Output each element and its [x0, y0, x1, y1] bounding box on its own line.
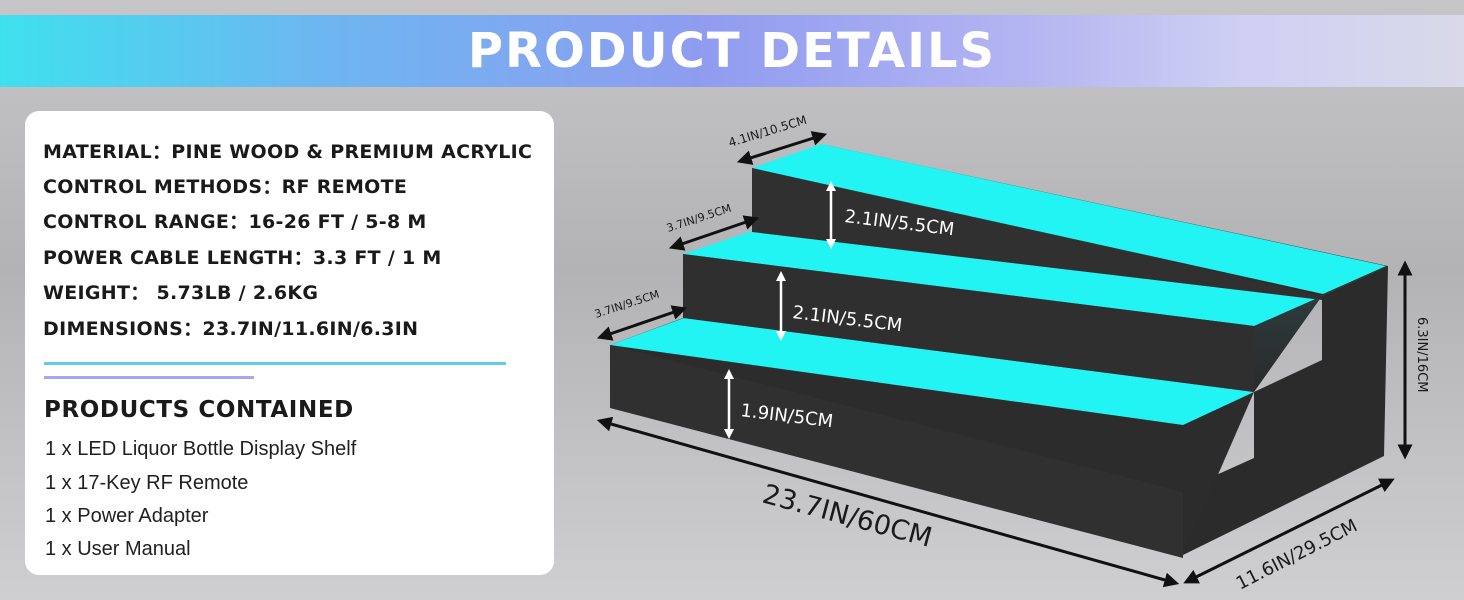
- shelf-bottom-glow: [610, 318, 1254, 425]
- spec-card: MATERIAL：PINE WOOD & PREMIUM ACRYLIC CON…: [25, 111, 554, 575]
- spec-label: POWER CABLE LENGTH：: [43, 247, 313, 269]
- spec-weight: WEIGHT： 5.73LB / 2.6KG: [43, 278, 318, 305]
- page-title: PRODUCT DETAILS: [467, 23, 997, 79]
- shelf-step-face-top: [752, 168, 1322, 300]
- spec-label: WEIGHT：: [43, 282, 150, 304]
- spec-value: PINE WOOD & PREMIUM ACRYLIC: [171, 141, 533, 163]
- arrow-width: [596, 416, 1180, 588]
- arrow-mid-depth: [668, 215, 760, 251]
- spec-material: MATERIAL：PINE WOOD & PREMIUM ACRYLIC: [43, 137, 532, 164]
- spec-control-range: CONTROL RANGE：16-26 FT / 5-8 M: [43, 207, 427, 234]
- arrow-low-depth: [596, 305, 688, 341]
- contained-item: 1 x User Manual: [45, 538, 191, 560]
- spec-value: RF REMOTE: [281, 176, 408, 198]
- spec-label: CONTROL METHODS：: [43, 176, 282, 198]
- header-banner: PRODUCT DETAILS: [0, 15, 1464, 87]
- spec-value: 5.73LB / 2.6KG: [149, 282, 319, 304]
- arrow-depth: [1183, 478, 1395, 584]
- label-low-depth: 3.7IN/9.5CM: [593, 288, 661, 321]
- divider-blue: [44, 362, 506, 365]
- spec-value: 3.3 FT / 1 M: [312, 247, 442, 269]
- spec-label: MATERIAL：: [43, 141, 172, 163]
- shelf-mid-glow: [683, 231, 1322, 326]
- spec-label: DIMENSIONS：: [43, 318, 203, 340]
- contained-item: 1 x 17-Key RF Remote: [45, 472, 249, 494]
- spec-value: 23.7IN/11.6IN/6.3IN: [202, 318, 419, 340]
- arrow-top-depth: [736, 131, 828, 165]
- shelf-illustration: 4.1IN/10.5CM 3.7IN/9.5CM 3.7IN/9.5CM 6.3…: [593, 113, 1429, 595]
- contained-item: 1 x LED Liquor Bottle Display Shelf: [45, 438, 357, 460]
- contained-item: 1 x Power Adapter: [45, 505, 209, 527]
- spec-label: CONTROL RANGE：: [43, 211, 249, 233]
- contained-title: PRODUCTS CONTAINED: [44, 397, 354, 423]
- spec-power-cable: POWER CABLE LENGTH：3.3 FT / 1 M: [43, 243, 442, 270]
- shelf-step-face-mid: [683, 254, 1254, 392]
- divider-purple: [44, 376, 254, 379]
- spec-dimensions: DIMENSIONS：23.7IN/11.6IN/6.3IN: [43, 314, 418, 341]
- spec-control-methods: CONTROL METHODS：RF REMOTE: [43, 172, 407, 199]
- spec-value: 16-26 FT / 5-8 M: [248, 211, 427, 233]
- shelf-top-glow: [752, 144, 1386, 294]
- label-height: 6.3IN/16CM: [1414, 317, 1429, 392]
